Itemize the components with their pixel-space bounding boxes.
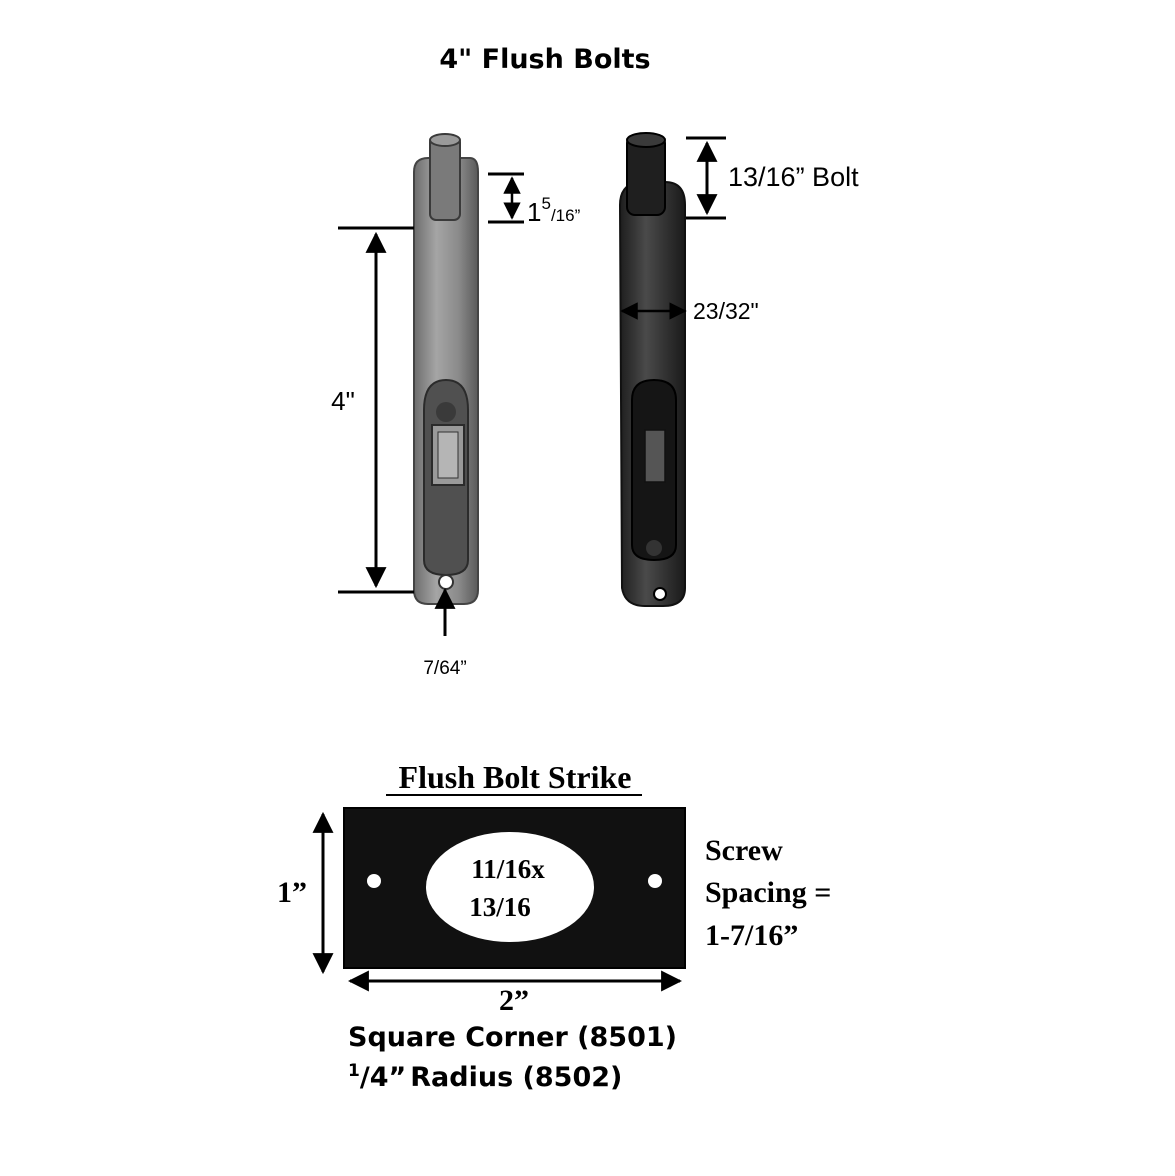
width-label: 23/32" xyxy=(693,298,759,324)
strike-height-dimension: 1” xyxy=(277,811,334,975)
hole-label: 7/64” xyxy=(423,658,466,679)
flush-bolt-dark xyxy=(618,132,686,607)
bolt-projection-numerator: 5 xyxy=(541,194,550,213)
flush-bolt-light xyxy=(413,133,479,605)
strike-width-label: 2” xyxy=(499,984,529,1017)
screw-line2: Spacing = xyxy=(705,876,831,909)
strike-width-dimension: 2” xyxy=(347,970,683,1017)
bolt-projection-dimension: 15/16” xyxy=(488,172,581,227)
radius-text: Radius (8502) xyxy=(410,1062,622,1093)
bolt-projection-denominator: /16” xyxy=(551,206,581,225)
bolt-projection-whole: 1 xyxy=(527,197,541,227)
screw-line3: 1-7/16” xyxy=(705,919,798,952)
bolt-length-label: 13/16” Bolt xyxy=(728,162,859,192)
page-title: 4" Flush Bolts xyxy=(439,44,650,75)
radius-numerator: 1 xyxy=(348,1061,360,1081)
screw-line1: Screw xyxy=(705,834,783,867)
bolt-length-dimension: 13/16” Bolt xyxy=(686,136,859,220)
strike-title: Flush Bolt Strike xyxy=(399,759,632,795)
length-label: 4" xyxy=(331,386,355,416)
svg-text:15/16”: 15/16” xyxy=(527,194,581,227)
radius-label: 1/4”Radius (8502) xyxy=(348,1061,622,1093)
width-dimension: 23/32" xyxy=(620,298,759,324)
square-corner-label: Square Corner (8501) xyxy=(348,1022,677,1053)
strike-hole-line2: 13/16 xyxy=(469,892,531,922)
radius-denominator: /4” xyxy=(360,1062,406,1093)
strike-plate xyxy=(343,807,686,969)
screw-spacing-note: Screw Spacing = 1-7/16” xyxy=(705,834,831,952)
length-dimension: 4" xyxy=(331,226,414,594)
strike-hole-line1: 11/16x xyxy=(471,854,545,884)
hole-dimension: 7/64” xyxy=(423,587,467,679)
strike-height-label: 1” xyxy=(277,876,307,909)
